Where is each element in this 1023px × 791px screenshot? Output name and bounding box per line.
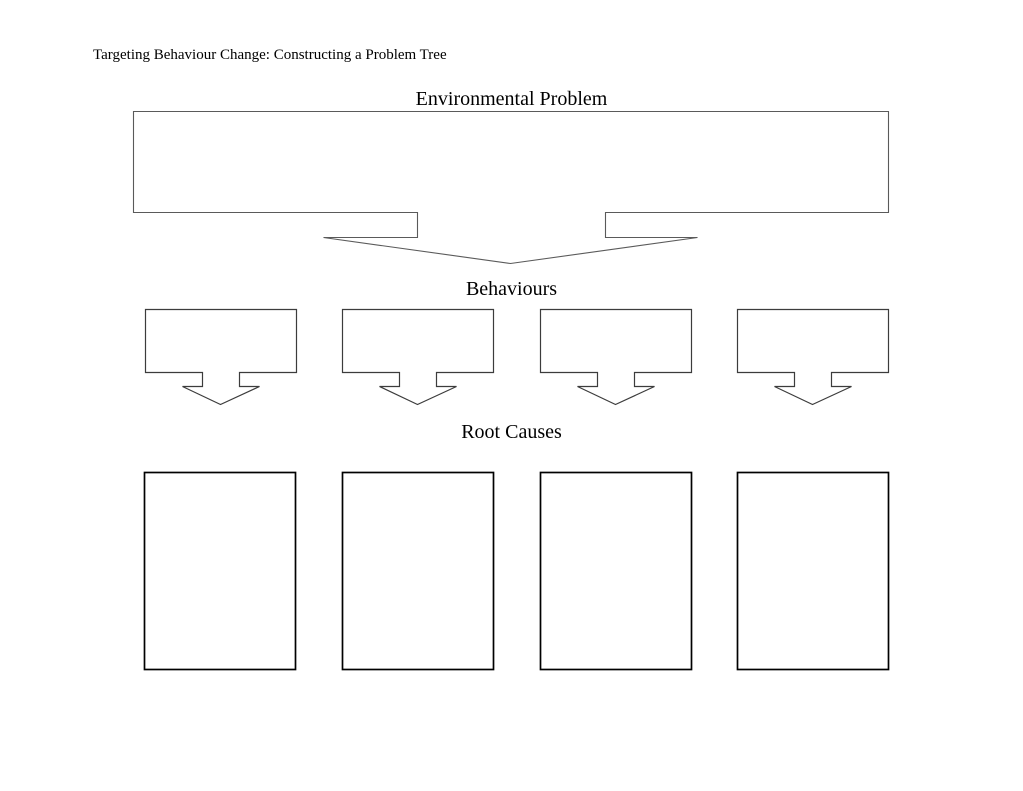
root-cause-box-4 (736, 471, 890, 671)
page-title: Targeting Behaviour Change: Constructing… (93, 47, 447, 63)
environmental-problem-label: Environmental Problem (415, 88, 608, 110)
behaviours-label: Behaviours (465, 278, 558, 300)
environmental-problem-box (132, 110, 890, 265)
root-cause-box-2 (341, 471, 495, 671)
behaviour-box-4 (736, 308, 890, 406)
behaviour-box-1 (144, 308, 298, 406)
root-cause-box-1 (143, 471, 297, 671)
root-causes-label: Root Causes (461, 421, 562, 443)
root-cause-box-3 (539, 471, 693, 671)
behaviour-box-3 (539, 308, 693, 406)
behaviour-box-2 (341, 308, 495, 406)
